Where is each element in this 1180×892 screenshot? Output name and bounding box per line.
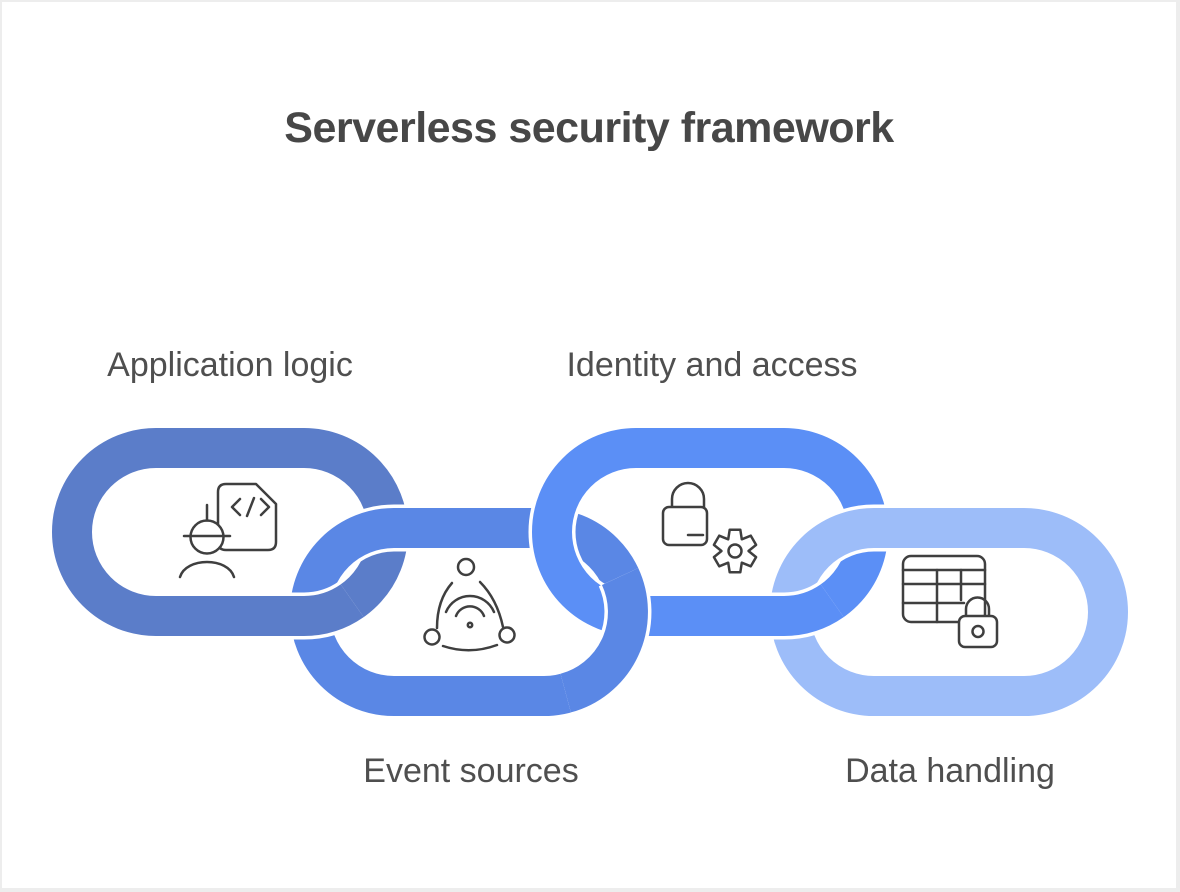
label-data-handling: Data handling [845, 752, 1055, 790]
chain-weave-2 [559, 568, 648, 713]
table-lock-icon [901, 554, 999, 649]
page-title: Serverless security framework [284, 104, 894, 152]
engineer-code-icon [178, 482, 278, 579]
label-identity-access: Identity and access [566, 346, 858, 384]
event-broadcast-icon [423, 557, 516, 652]
label-application-logic: Application logic [107, 346, 353, 384]
chain-weave-3 [700, 583, 844, 636]
chain-weave-1 [250, 583, 364, 636]
lock-gear-icon [661, 481, 758, 574]
label-event-sources: Event sources [363, 752, 579, 790]
